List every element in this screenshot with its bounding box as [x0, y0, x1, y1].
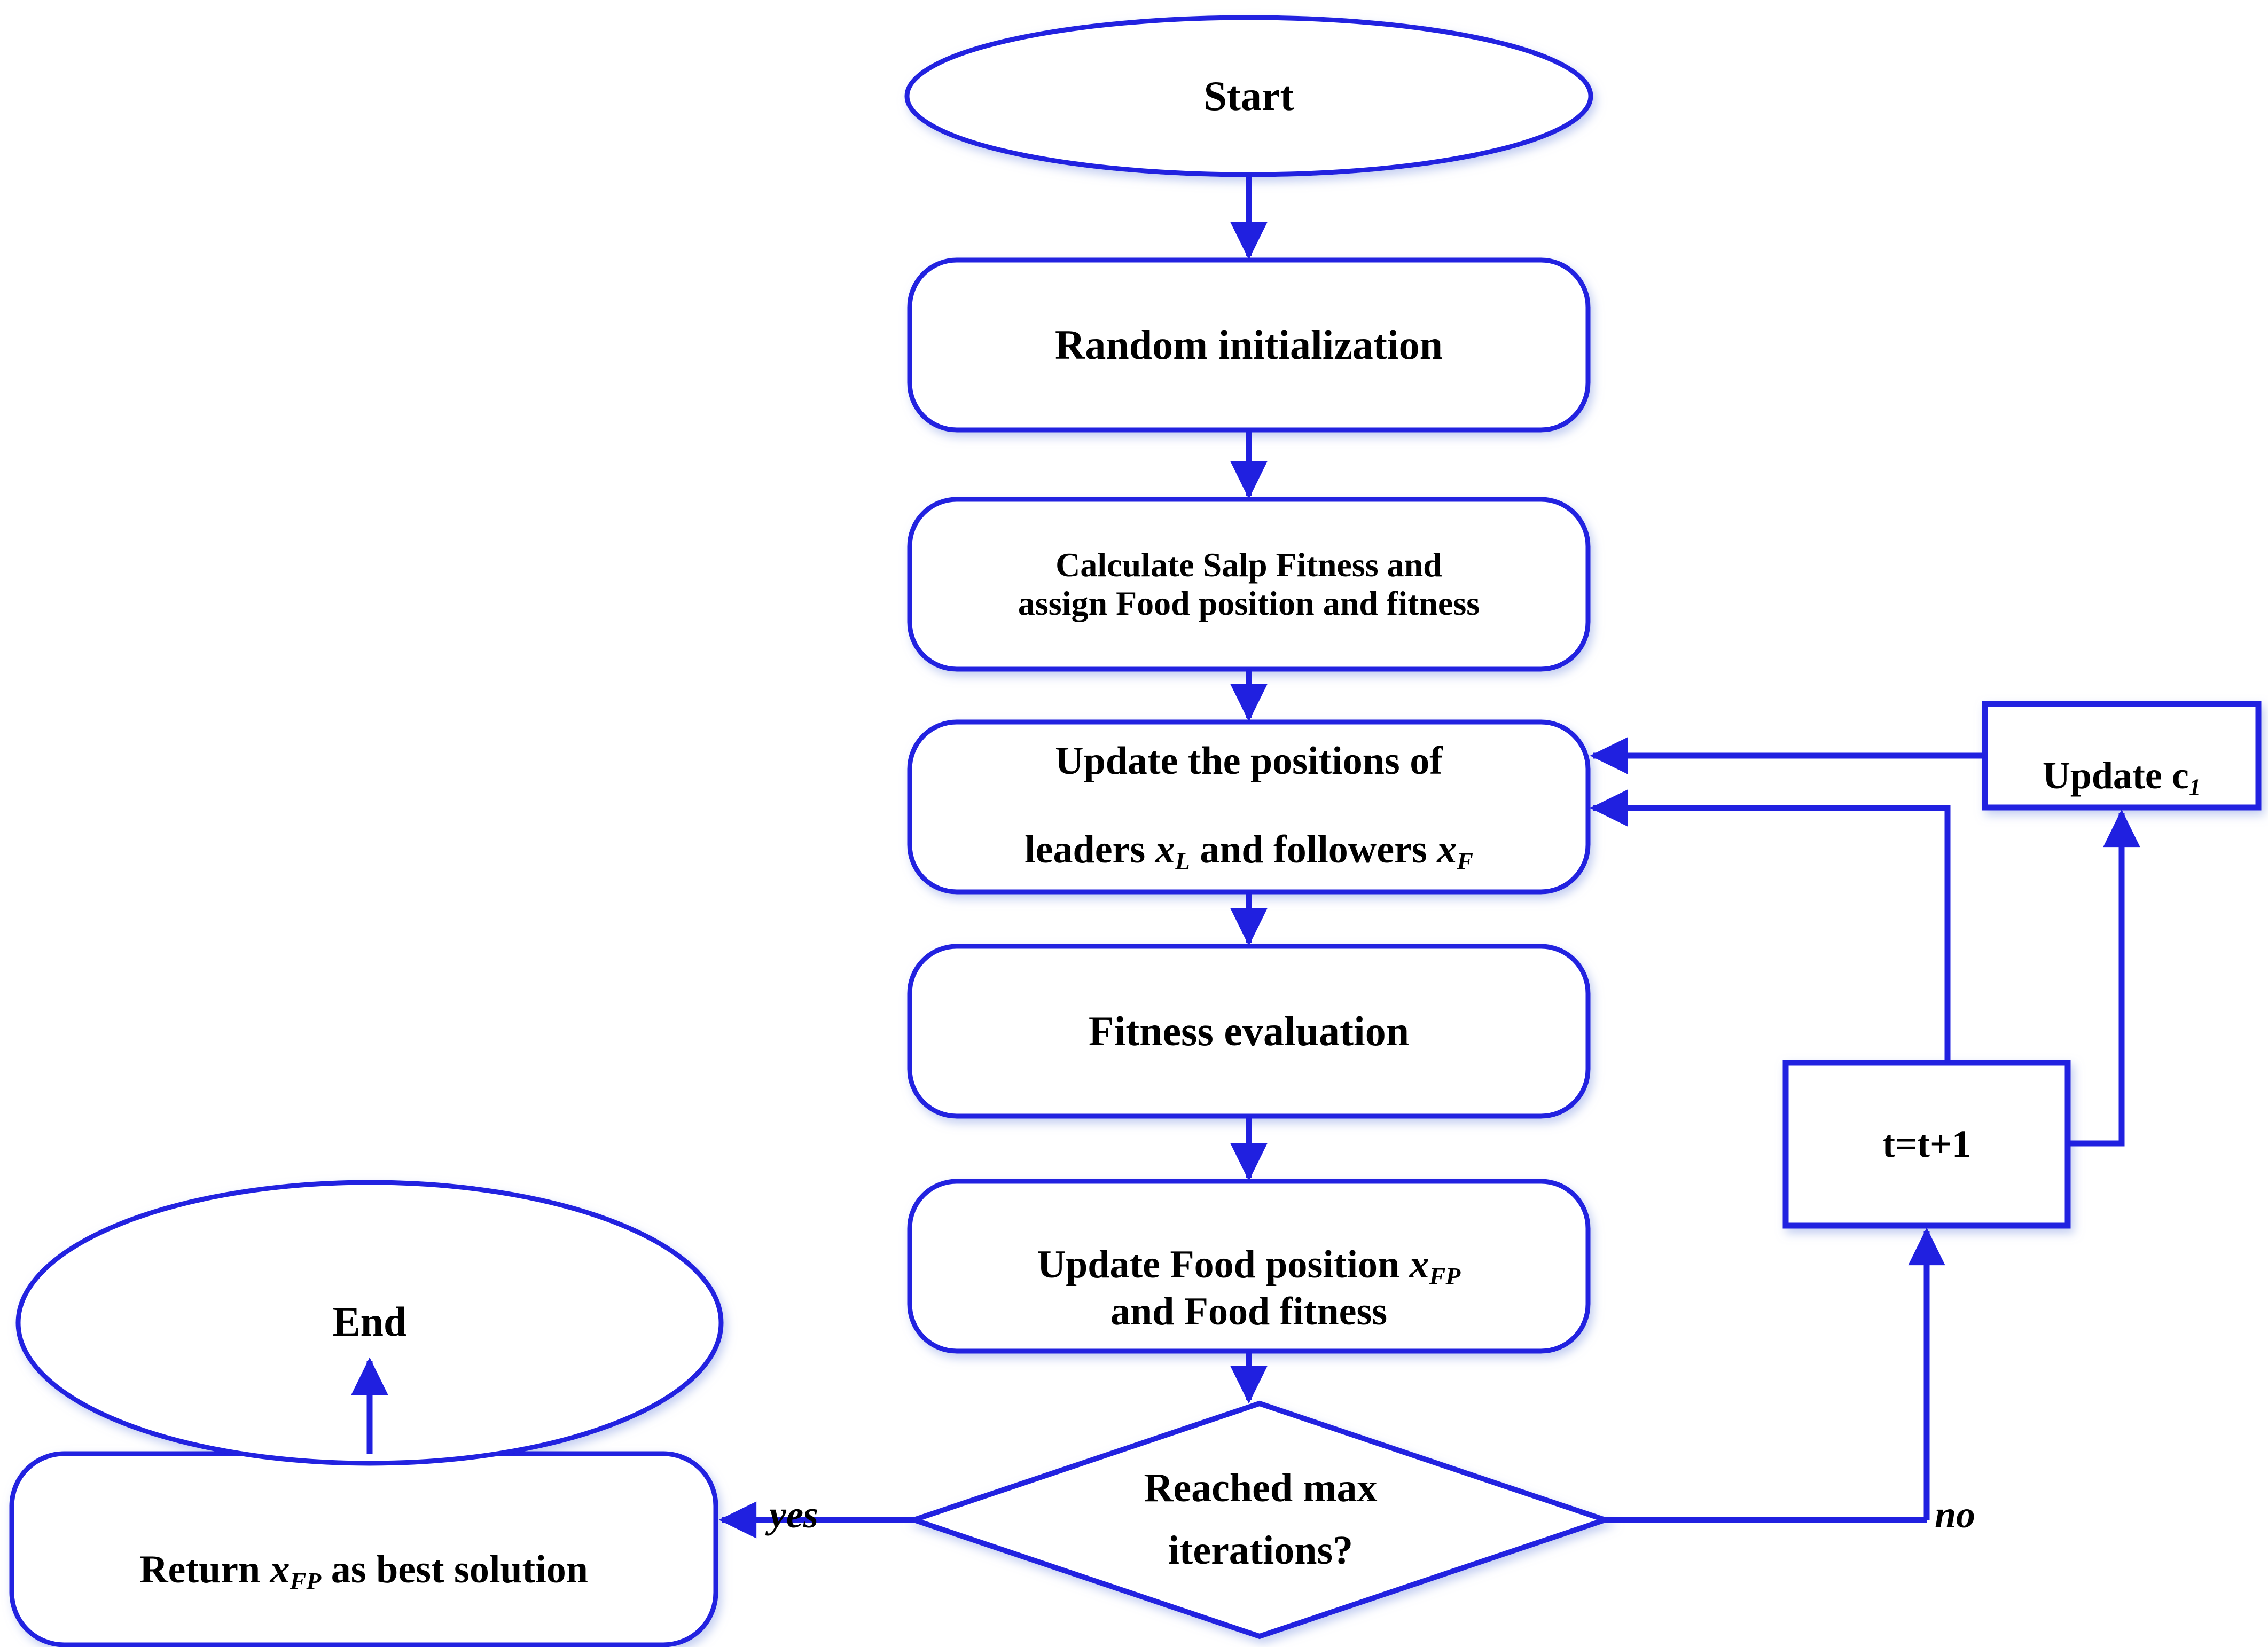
node-init-shape [907, 257, 1591, 433]
node-start-shape [904, 15, 1593, 177]
node-updatepos-shape [907, 719, 1591, 895]
node-updatefood-shape [907, 1179, 1591, 1354]
node-end-shape [15, 1180, 724, 1466]
edge-increment-to-updatepos [1590, 789, 1951, 1063]
node-return-shape [9, 1451, 718, 1647]
node-decision-shape [905, 1400, 1614, 1640]
node-fitness-shape [907, 944, 1591, 1119]
edge-increment-to-updatec1 [2068, 809, 2140, 1147]
edge-label-yes: yes [769, 1493, 818, 1536]
node-calc-shape [907, 497, 1591, 672]
edge-label-no: no [1935, 1493, 1976, 1536]
node-increment-shape [1782, 1060, 2071, 1229]
node-updatec1-shape [1982, 701, 2262, 811]
